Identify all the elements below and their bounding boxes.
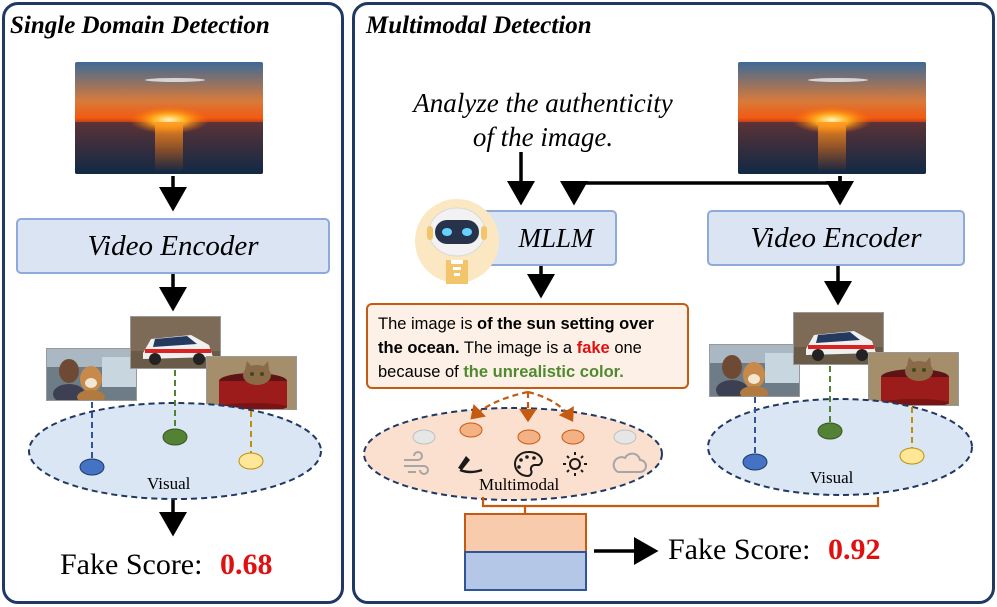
arrow-image-to-mllm [560, 176, 842, 206]
wind-icon [404, 451, 429, 475]
visual-space-left [28, 402, 322, 500]
sunset-image-left [75, 62, 263, 174]
description-box: The image is of the sun setting over the… [366, 303, 689, 389]
cat-basket-thumbnail-right [868, 352, 959, 406]
attr-node-orange-2 [517, 429, 541, 445]
sunset-image-right [738, 62, 926, 174]
attr-node-orange-3 [561, 429, 585, 445]
description-reason: the unrealistic color. [463, 363, 624, 381]
robot-icon [414, 198, 500, 284]
video-encoder-left: Video Encoder [16, 218, 330, 274]
multimodal-space [363, 407, 663, 501]
video-encoder-right-label: Video Encoder [750, 221, 922, 254]
fake-score-right-value: 0.92 [827, 533, 881, 566]
dog-car-thumbnail-right [709, 344, 800, 397]
prompt-line-2: of the image. [472, 122, 614, 152]
fake-score-left: Fake Score: 0.68 [60, 548, 272, 582]
orange-link-1 [470, 390, 529, 420]
fused-feature-multimodal [464, 513, 587, 553]
multimodal-title: Multimodal Detection [366, 12, 592, 39]
green-node-right [817, 422, 843, 440]
fake-score-left-label: Fake Score: [60, 548, 203, 581]
attr-node-grey-1 [412, 429, 436, 445]
description-text-5: one because of [378, 339, 642, 381]
fake-score-left-value: 0.68 [219, 548, 273, 581]
single-domain-title: Single Domain Detection [10, 12, 270, 39]
multimodal-label: Multimodal [479, 475, 560, 494]
cat-basket-thumbnail-left [206, 356, 297, 410]
blue-node-left [79, 458, 105, 476]
green-node-left [162, 428, 188, 446]
dog-car-thumbnail-left [46, 348, 137, 401]
yellow-node-left [238, 452, 264, 470]
brush-stroke-icon [458, 456, 483, 474]
description-text-3: The image is a [459, 339, 577, 357]
visual-space-right [707, 398, 973, 496]
orange-link-3 [527, 390, 574, 422]
fake-score-right: Fake Score: 0.92 [668, 533, 880, 567]
blue-node-right [742, 453, 768, 471]
sun-icon [563, 452, 587, 476]
mllm-label: MLLM [518, 222, 594, 253]
visual-label-right: Visual [810, 468, 854, 487]
video-encoder-right: Video Encoder [707, 210, 965, 266]
fusion-bracket [481, 497, 880, 508]
description-text-1: The image is [378, 315, 478, 333]
prompt-text: Analyze the authenticity of the image. [393, 86, 693, 154]
fake-score-right-label: Fake Score: [668, 533, 811, 566]
yellow-node-right [899, 447, 925, 465]
visual-label-left: Visual [147, 474, 191, 493]
attr-node-grey-2 [613, 429, 637, 445]
palette-icon [514, 450, 544, 478]
cloud-icon [612, 452, 647, 473]
prompt-line-1: Analyze the authenticity [413, 88, 673, 118]
rally-car-thumbnail-left [130, 316, 221, 369]
description-fake-word: fake [576, 339, 610, 357]
video-encoder-left-label: Video Encoder [87, 229, 259, 262]
fused-feature-visual [464, 551, 587, 591]
attr-node-orange-1 [459, 422, 483, 438]
description-text-bold: of the sun setting over the ocean. [378, 315, 654, 357]
